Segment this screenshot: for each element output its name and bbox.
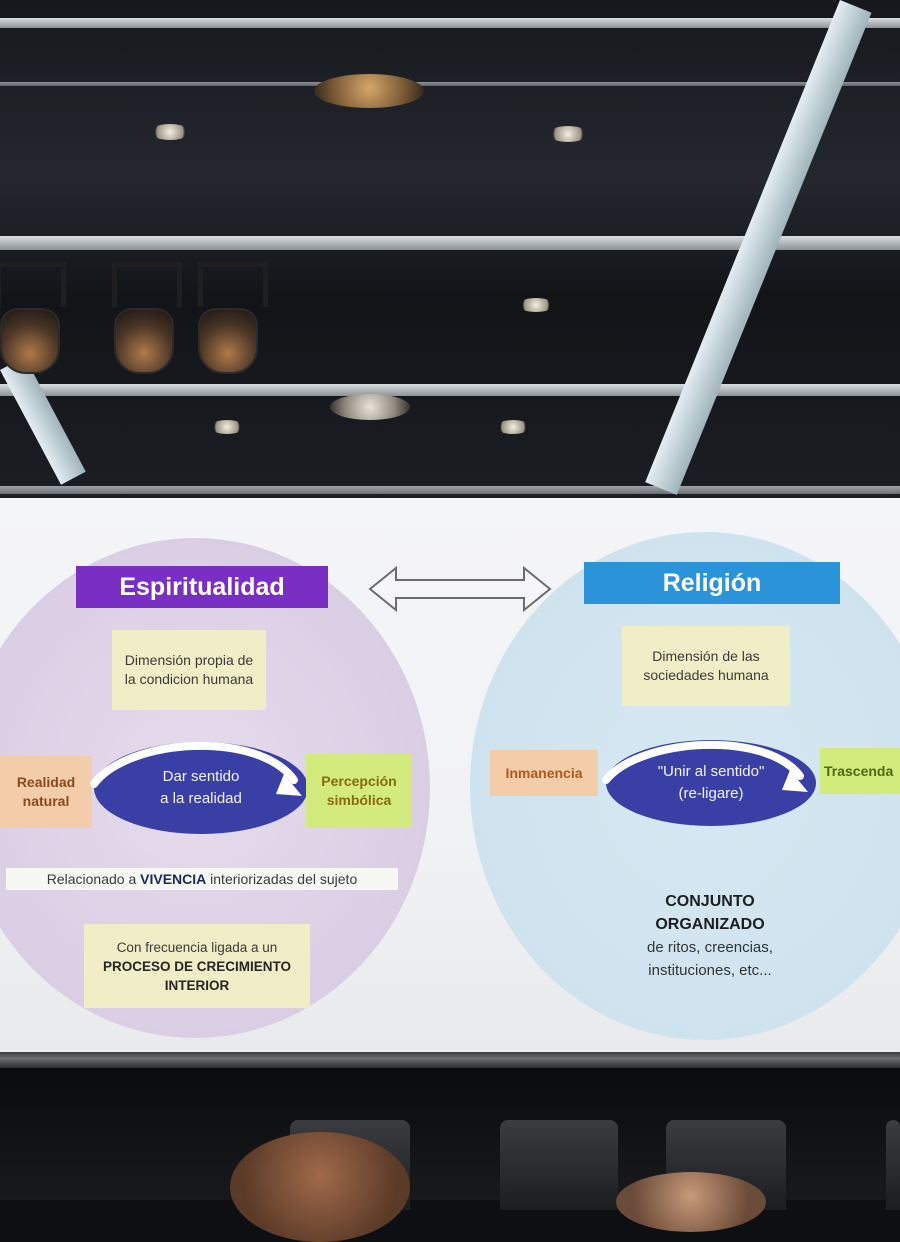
vivencia-strip: Relacionado a VIVENCIA interiorizadas de… [6,868,398,890]
crecimiento-interior-note: Con frecuencia ligada a un PROCESO DE CR… [84,924,310,1008]
ceiling-spotlight [518,298,554,312]
note-line: Dimensión propia de [124,652,254,668]
oval-line: a la realidad [160,790,242,807]
note-emphasis: INTERIOR [164,977,230,993]
ceiling-spotlight [210,420,244,434]
audience-area [0,1068,900,1242]
note-line: la condicion humana [124,671,254,687]
ceiling-spotlight [150,124,190,140]
strip-emphasis: VIVENCIA [140,871,207,887]
ceiling-light-fixture [330,394,410,420]
realidad-natural-tag: Realidad natural [0,756,92,828]
stage-light-icon [0,308,60,374]
percepcion-simbolica-tag: Percepción simbólica [306,754,412,828]
trascendencia-tag: Trascenda [820,748,900,794]
tag-line: Realidad [16,774,76,790]
double-arrow-icon [368,565,552,613]
screen-bottom-frame [0,1052,900,1068]
ceiling-spotlight [548,126,588,142]
ceiling-beam [0,486,900,494]
ceiling-beam [0,82,900,86]
ceiling-light-fixture [314,74,424,108]
ceiling-spotlight [496,420,530,434]
unir-al-sentido-oval: "Unir al sentido" (re-ligare) [606,740,816,826]
ceiling-beam [0,384,900,396]
curved-arrow-icon [602,740,808,792]
stage-light-yoke [198,262,268,307]
note-line: Dimensión de las [652,648,760,664]
tag-line: natural [22,793,70,809]
text-line-bold: CONJUNTO [665,893,755,910]
stage-light-yoke [0,262,66,307]
stage-light-yoke [112,262,182,307]
strip-suffix: interiorizadas del sujeto [206,871,358,887]
text-line-bold: ORGANIZADO [655,916,765,933]
inmanencia-tag: Inmanencia [490,750,598,796]
audience-head [616,1172,766,1232]
auditorium-seat [886,1120,900,1210]
ceiling-diagonal-beam [0,356,86,485]
religion-definition-note: Dimensión de las sociedades humana [622,626,790,706]
oval-line: Dar sentido [162,768,240,785]
curved-arrow-icon [90,742,302,796]
tag-line: simbólica [326,792,392,808]
note-emphasis: PROCESO DE CRECIMIENTO [102,958,292,974]
conjunto-organizado-text: CONJUNTO ORGANIZADO de ritos, creencias,… [610,890,810,982]
ceiling-scene [0,0,900,500]
spirituality-title: Espiritualidad [76,566,328,608]
religion-title: Religión [584,562,840,604]
oval-line: (re-ligare) [678,785,744,802]
strip-prefix: Relacionado a [46,871,141,887]
stage-light-icon [114,308,174,374]
stage-light-icon [198,308,258,374]
tag-line: Percepción [321,773,397,789]
text-line: instituciones, etc... [648,962,772,979]
note-line: sociedades humana [643,667,769,683]
projection-screen: Espiritualidad Religión Dimensión propia… [0,498,900,1054]
oval-line: "Unir al sentido" [657,763,765,780]
note-line: Con frecuencia ligada a un [116,939,278,955]
audience-head [230,1132,410,1242]
text-line: de ritos, creencias, [647,939,773,956]
spirituality-definition-note: Dimensión propia de la condicion humana [112,630,266,710]
auditorium-seat [500,1120,618,1210]
ceiling-beam [0,236,900,250]
tag-line: Inmanencia [505,764,583,781]
tag-line: Trascenda [824,762,894,779]
ceiling-beam [0,18,900,28]
